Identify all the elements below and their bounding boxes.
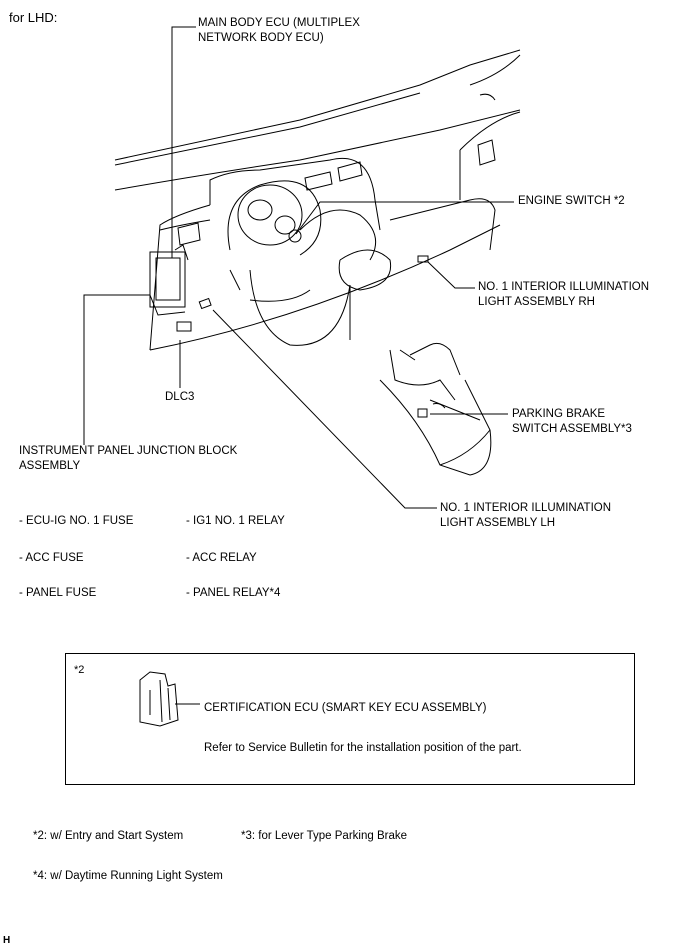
inset-box [65,653,635,785]
main-body-ecu-label-line1: MAIN BODY ECU (MULTIPLEX [198,17,360,29]
junction-item: - PANEL FUSE [19,587,97,599]
footnote-3: *3: for Lever Type Parking Brake [241,830,407,842]
engine-switch-label: ENGINE SWITCH *2 [518,195,625,207]
footnote-4: *4: w/ Daytime Running Light System [33,870,223,882]
junction-block-label-line1: INSTRUMENT PANEL JUNCTION BLOCK [19,445,238,457]
illumination-lh-label-line1: NO. 1 INTERIOR ILLUMINATION [440,502,612,514]
illumination-rh-label-line1: NO. 1 INTERIOR ILLUMINATION [478,281,650,293]
dlc3-label: DLC3 [165,391,195,403]
junction-item: - ECU-IG NO. 1 FUSE [19,515,134,527]
illumination-lh-label-line2: LIGHT ASSEMBLY LH [440,517,556,529]
inset-note: Refer to Service Bulletin for the instal… [204,742,522,754]
junction-item: - ACC FUSE [19,552,84,564]
footnote-2: *2: w/ Entry and Start System [33,830,184,842]
junction-item: - IG1 NO. 1 RELAY [186,515,285,527]
corner-mark: H [3,935,11,946]
junction-item: - ACC RELAY [186,552,257,564]
certification-ecu-label: CERTIFICATION ECU (SMART KEY ECU ASSEMBL… [204,702,487,714]
inset-marker: *2 [74,664,85,676]
junction-item: - PANEL RELAY*4 [186,587,281,599]
illumination-rh-label-line2: LIGHT ASSEMBLY RH [478,296,595,308]
page-title: for LHD: [9,10,58,25]
main-body-ecu-label-line2: NETWORK BODY ECU) [198,32,324,44]
parking-brake-label-line1: PARKING BRAKE [512,408,606,420]
junction-block-label-line2: ASSEMBLY [19,460,81,472]
parking-brake-label-line2: SWITCH ASSEMBLY*3 [512,423,632,435]
